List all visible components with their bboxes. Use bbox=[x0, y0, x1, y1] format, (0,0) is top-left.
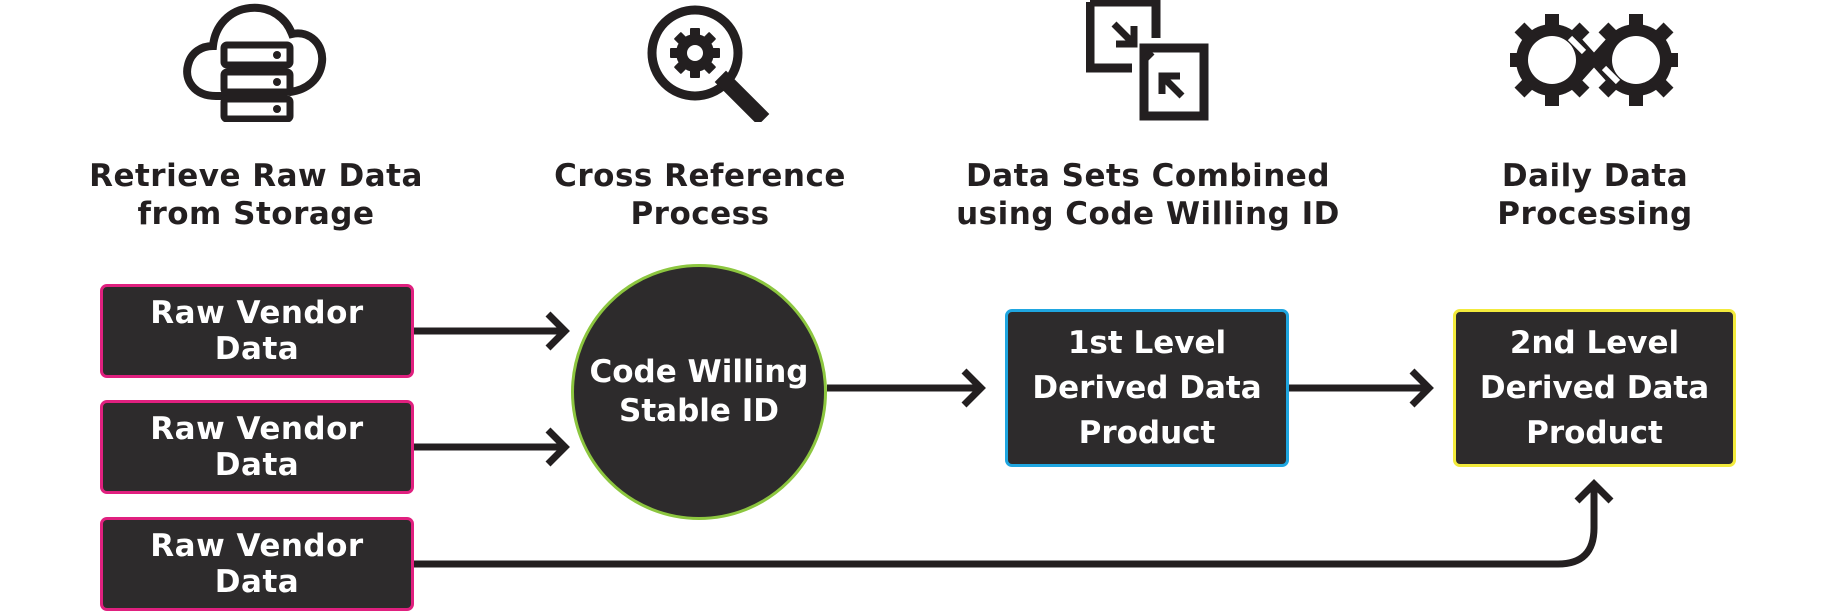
arrow-vendor3-to-level2 bbox=[414, 479, 1614, 568]
arrow-vendor2-to-stable-id bbox=[414, 427, 570, 467]
magnifier-gear-icon bbox=[647, 5, 770, 122]
raw-vendor-data-box: Raw Vendor Data bbox=[100, 284, 414, 378]
raw-vendor-data-box: Raw Vendor Data bbox=[100, 517, 414, 611]
node-label: Product bbox=[1078, 414, 1216, 451]
arrow-vendor1-to-stable-id bbox=[414, 311, 570, 351]
level1-product-box: 1st Level Derived Data Product bbox=[1005, 309, 1289, 467]
step-heading-line: Retrieve Raw Data bbox=[89, 158, 423, 194]
node-label: Raw Vendor Data bbox=[150, 411, 364, 483]
node-label: Stable ID bbox=[619, 393, 779, 429]
node-label: Product bbox=[1526, 414, 1663, 451]
node-label: Derived Data bbox=[1479, 369, 1710, 406]
arrow-level1-to-level2 bbox=[1289, 368, 1434, 408]
level2-product-box: 2nd Level Derived Data Product bbox=[1453, 309, 1736, 467]
node-label: Raw Vendor Data bbox=[150, 528, 364, 600]
step-heading-line: Process bbox=[630, 196, 770, 232]
cloud-server-icon bbox=[183, 3, 327, 122]
step-heading-combined: Data Sets Combined using Code Willing ID bbox=[938, 157, 1358, 233]
node-label: 2nd Level bbox=[1509, 324, 1680, 361]
arrow-stable-id-to-level1 bbox=[827, 368, 986, 408]
step-heading-line: Cross Reference bbox=[554, 158, 846, 194]
stable-id-circle: Code Willing Stable ID bbox=[571, 264, 827, 520]
node-label: Raw Vendor Data bbox=[150, 295, 364, 367]
step-heading-line: using Code Willing ID bbox=[956, 196, 1340, 232]
step-heading-line: Data Sets Combined bbox=[965, 158, 1331, 194]
node-label: Code Willing bbox=[589, 354, 809, 390]
gear-infinity-icon bbox=[1510, 14, 1678, 106]
step-heading-line: Daily Data bbox=[1501, 158, 1689, 194]
step-heading-daily: Daily Data Processing bbox=[1440, 157, 1750, 233]
merge-squares-icon bbox=[1086, 0, 1209, 121]
node-label: 1st Level bbox=[1067, 324, 1227, 361]
step-heading-cross-reference: Cross Reference Process bbox=[540, 157, 860, 233]
step-heading-line: Processing bbox=[1497, 196, 1693, 232]
node-label: Derived Data bbox=[1032, 369, 1262, 406]
step-heading-retrieve: Retrieve Raw Data from Storage bbox=[80, 157, 432, 233]
raw-vendor-data-box: Raw Vendor Data bbox=[100, 400, 414, 494]
step-heading-line: from Storage bbox=[137, 196, 375, 232]
